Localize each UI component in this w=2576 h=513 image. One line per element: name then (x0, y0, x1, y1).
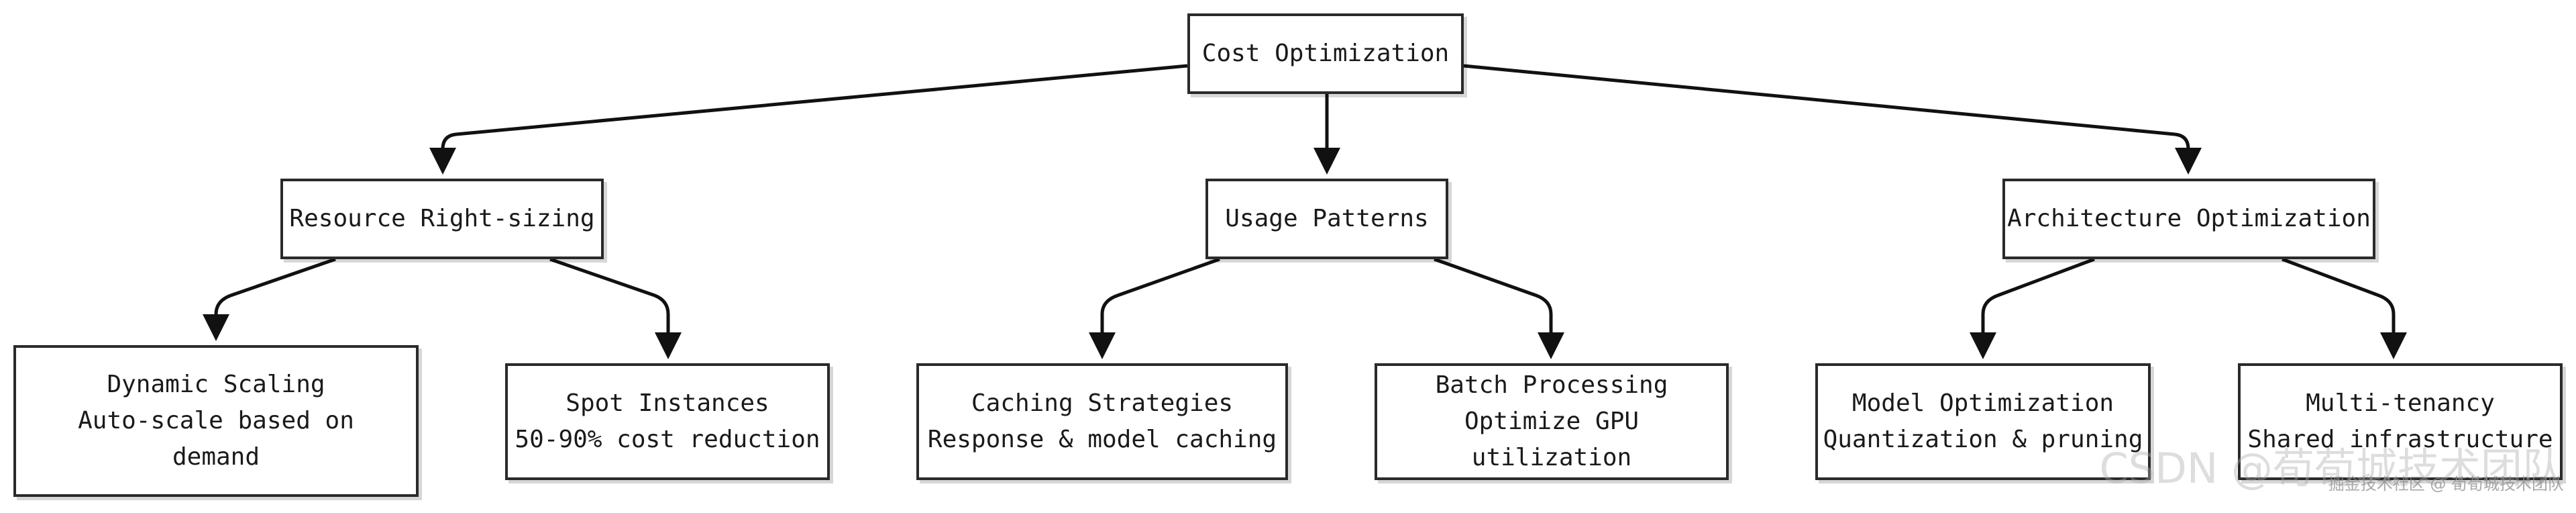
root-node-cost-optimization: Cost Optimization (1187, 13, 1464, 94)
category-node-label: Architecture Optimization (2007, 205, 2371, 232)
edge-usage-to-caching-strategies (1089, 257, 1220, 359)
leaf-node-title: Spot Instances (566, 389, 769, 417)
watermark-sub: 掘金技术社区 @ 荀荀城技术团队 (2328, 475, 2564, 494)
category-node-resource-right-sizing: Resource Right-sizing (280, 179, 604, 259)
watermark-main: CSDN @荀荀城技术团队 (2099, 444, 2564, 493)
root-node-label: Cost Optimization (1201, 40, 1450, 67)
leaf-node-batch-processing: Batch Processing Optimize GPU utilizatio… (1375, 363, 1729, 480)
leaf-node-detail-continued: demand (172, 443, 260, 471)
edge-architecture-to-multi-tenancy (2282, 257, 2407, 359)
category-node-architecture-optimization: Architecture Optimization (2002, 179, 2375, 259)
leaf-node-spot-instances: Spot Instances 50-90% cost reduction (505, 363, 830, 480)
category-node-label: Resource Right-sizing (289, 205, 595, 232)
edge-usage-to-batch-processing (1434, 257, 1564, 359)
leaf-node-caching-strategies: Caching Strategies Response & model cach… (916, 363, 1288, 480)
leaf-node-detail: Quantization & pruning (1823, 426, 2143, 453)
leaf-node-title: Batch Processing (1435, 371, 1668, 399)
leaf-node-title: Dynamic Scaling (107, 371, 325, 398)
leaf-node-multi-tenancy: Multi-tenancy Shared infrastructure (2238, 363, 2563, 480)
leaf-node-title: Caching Strategies (971, 389, 1234, 417)
edge-resource-to-spot-instances (549, 257, 682, 359)
leaf-node-title: Model Optimization (1851, 389, 2114, 417)
edge-resource-to-dynamic-scaling (203, 257, 336, 341)
watermark: CSDN @荀荀城技术团队 掘金技术社区 @ 荀荀城技术团队 (2100, 447, 2564, 494)
leaf-node-detail: Response & model caching (927, 426, 1277, 453)
leaf-node-detail: Auto-scale based on (78, 407, 354, 434)
leaf-node-detail: Optimize GPU utilization (1464, 408, 1640, 471)
category-node-usage-patterns: Usage Patterns (1205, 179, 1448, 259)
leaf-node-title: Multi-tenancy (2306, 389, 2495, 417)
edge-root-to-resource-right-sizing (429, 64, 1188, 175)
edge-architecture-to-model-optimization (1970, 257, 2095, 359)
leaf-node-model-optimization: Model Optimization Quantization & prunin… (1815, 363, 2151, 480)
leaf-node-dynamic-scaling: Dynamic Scaling Auto-scale based on dema… (13, 345, 419, 497)
edge-root-to-architecture-optimization (1463, 64, 2202, 175)
category-node-label: Usage Patterns (1225, 205, 1429, 232)
leaf-node-detail: Shared infrastructure (2247, 426, 2553, 453)
leaf-node-detail: 50-90% cost reduction (515, 426, 820, 453)
